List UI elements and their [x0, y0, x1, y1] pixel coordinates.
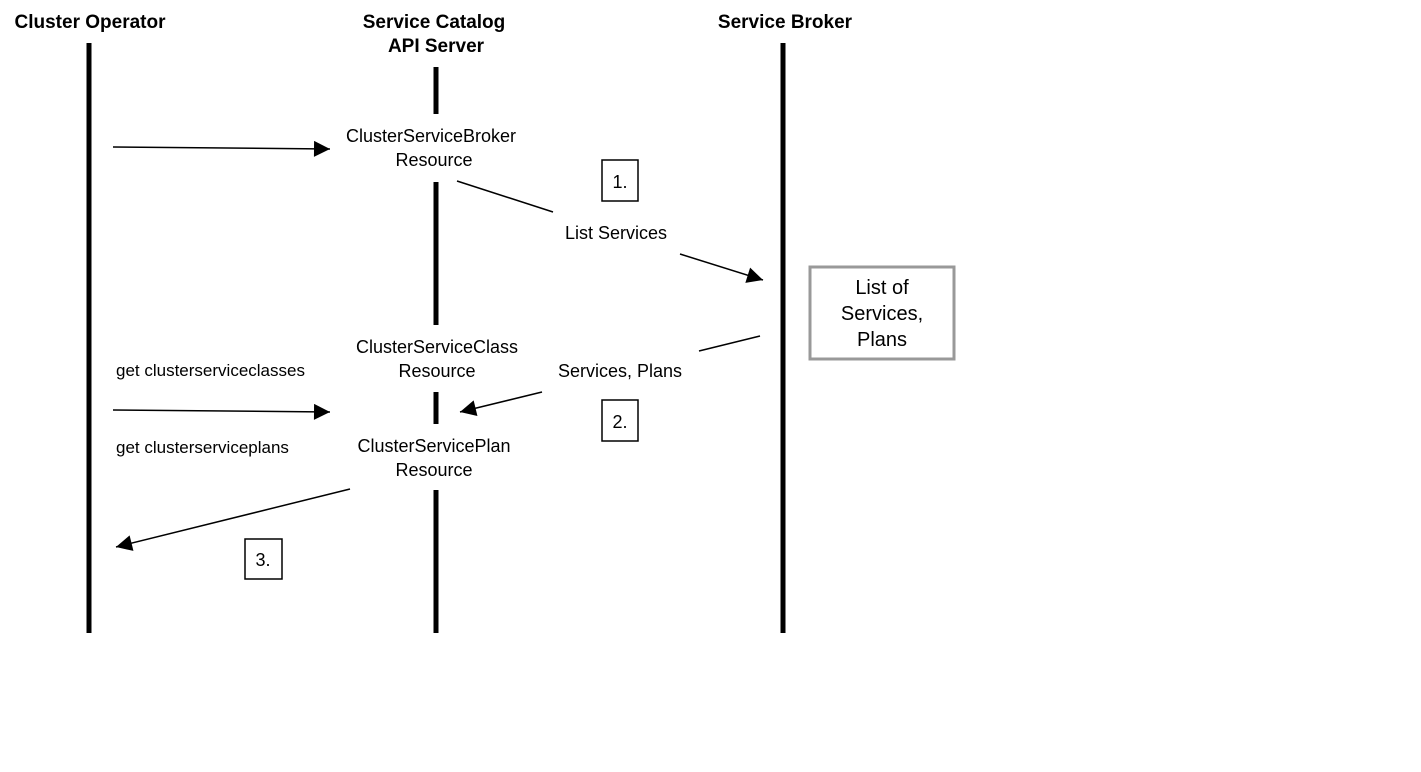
step-1-label: 1. [612, 172, 627, 192]
arrow-response-to-operator [115, 488, 351, 551]
arrow-get-requests [112, 403, 331, 420]
arrow-services-plans-start [698, 335, 761, 352]
participant-api-server-line2: API Server [388, 36, 485, 57]
step-3-label: 3. [255, 550, 270, 570]
arrow-services-plans-end [459, 391, 543, 416]
step-1-box [601, 159, 639, 202]
step-2-box [601, 399, 639, 442]
broker-box-line2: Services, [841, 303, 923, 325]
message-get-plans: get clusterserviceplans [116, 438, 289, 457]
participant-cluster-operator: Cluster Operator [15, 12, 167, 33]
arrow-list-services-start [456, 180, 554, 213]
broker-box-line1: List of [855, 277, 909, 299]
message-list-services: List Services [565, 223, 667, 243]
resource-class-line1: ClusterServiceClass [356, 337, 518, 357]
broker-response-box [808, 265, 956, 361]
step-3-box [244, 538, 283, 580]
arrow-list-services-end [679, 253, 764, 283]
participant-service-broker: Service Broker [718, 12, 853, 33]
resource-broker-line1: ClusterServiceBroker [346, 126, 516, 146]
message-get-classes: get clusterserviceclasses [116, 361, 305, 380]
step-2-label: 2. [612, 412, 627, 432]
broker-box-line3: Plans [857, 329, 907, 351]
participant-api-server-line1: Service Catalog [363, 12, 506, 33]
resource-broker-line2: Resource [395, 150, 472, 170]
resource-plan-line1: ClusterServicePlan [357, 436, 510, 456]
message-services-plans: Services, Plans [558, 361, 682, 381]
arrow-create-broker [112, 140, 331, 157]
resource-plan-line2: Resource [395, 460, 472, 480]
resource-class-line2: Resource [398, 361, 475, 381]
